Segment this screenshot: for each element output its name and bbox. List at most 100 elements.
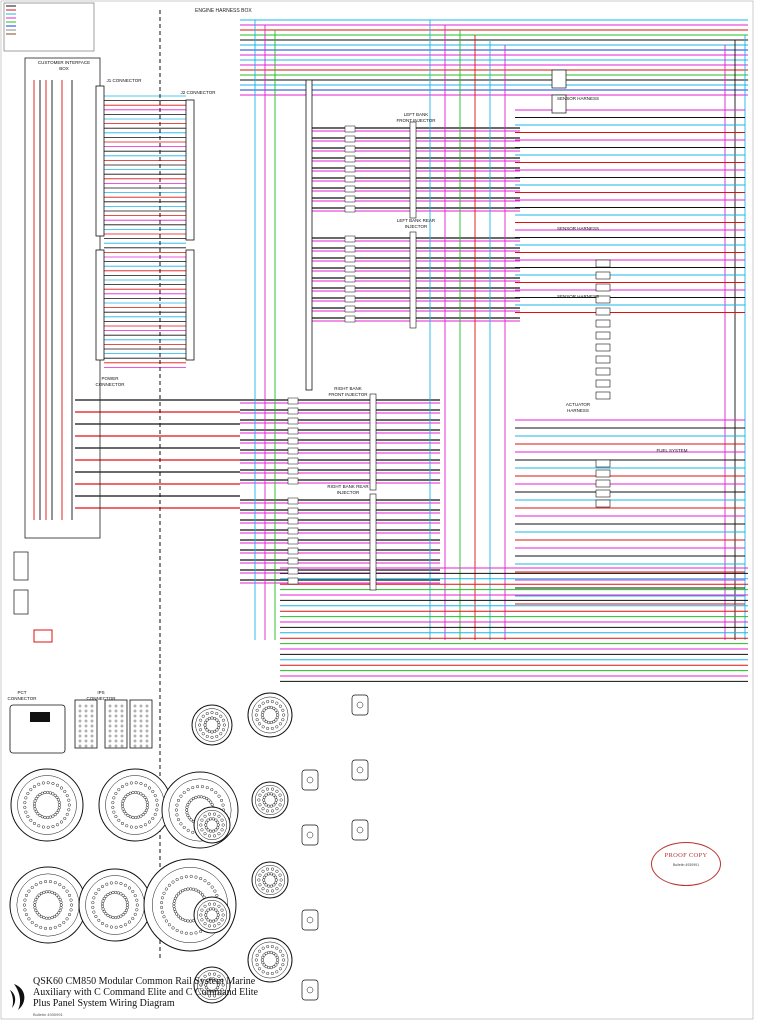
- connector-pin: [204, 916, 208, 920]
- sensor-connector-sketch: [301, 979, 319, 1001]
- connector-pin: [69, 898, 73, 902]
- connector-pin: [175, 928, 179, 933]
- connector-pin: [65, 812, 69, 816]
- connector-pin: [35, 895, 39, 899]
- connector-pin: [210, 735, 214, 739]
- connector-pin: [139, 792, 143, 796]
- connector-pin: [203, 814, 207, 818]
- connector-pin: [257, 878, 261, 882]
- connector-pin: [217, 974, 221, 978]
- connector-pin: [189, 874, 193, 879]
- connector-pin: [176, 914, 180, 918]
- connector-pin: [274, 881, 278, 885]
- connector-pin: [50, 890, 54, 894]
- connector-pin: [34, 796, 38, 801]
- connector-pin: [90, 714, 94, 718]
- connector-pin: [258, 873, 262, 877]
- injector-plug: [344, 175, 356, 183]
- connector-pin: [151, 816, 155, 821]
- connector-pin: [84, 724, 88, 728]
- connector-pin: [39, 914, 43, 919]
- connector-pin: [120, 704, 124, 708]
- connector-pin: [207, 834, 212, 838]
- connector-pin: [69, 908, 73, 912]
- injector-plug: [344, 135, 356, 143]
- connector-pin: [281, 718, 285, 722]
- connector-pin: [58, 898, 62, 902]
- ecm-j2-label: J2 CONNECTOR: [180, 90, 216, 95]
- fuel-system-label: FUEL SYSTEM: [656, 448, 688, 453]
- connector-pin: [53, 914, 57, 919]
- connector-pin: [104, 912, 108, 916]
- connector-pin: [267, 804, 271, 808]
- connector-pin: [220, 978, 224, 982]
- connector-pin: [120, 719, 124, 723]
- connector-face: [251, 861, 289, 899]
- connector-pin: [206, 978, 210, 982]
- connector-pin: [278, 873, 282, 877]
- injector-plug: [287, 477, 299, 485]
- connector-pin: [206, 908, 210, 912]
- connector-pin: [264, 803, 268, 807]
- connector-pin: [26, 791, 30, 796]
- ecm-main-bus: [305, 79, 313, 391]
- connector-pin: [48, 791, 52, 795]
- connector-pin: [70, 903, 74, 907]
- component-boxes: [0, 0, 754, 1020]
- connector-pin: [37, 782, 41, 786]
- injector-plug: [287, 407, 299, 415]
- connector-pin: [139, 781, 143, 786]
- connector-pin: [143, 811, 147, 815]
- connector-pin: [172, 899, 176, 903]
- connector-pin: [117, 788, 121, 792]
- connector-pin: [97, 888, 101, 892]
- connector-pin: [78, 734, 82, 738]
- connector-pin: [108, 739, 112, 743]
- connector-pin: [258, 883, 262, 887]
- connector-pin: [162, 891, 166, 895]
- connector-pin: [55, 795, 59, 799]
- battery-symbol: [13, 551, 29, 581]
- connector-pin: [34, 809, 38, 814]
- connector-pin: [261, 710, 265, 714]
- connector-pin: [63, 816, 67, 821]
- connector-pin: [164, 887, 168, 891]
- connector-pin: [266, 726, 270, 730]
- connector-pin: [55, 783, 60, 787]
- connector-pin: [90, 734, 94, 738]
- injector-plug: [344, 205, 356, 213]
- sensor-harness-2-label: SENSOR HARNESS: [556, 226, 599, 231]
- connector-pin: [185, 805, 189, 809]
- connector-pin: [207, 798, 211, 802]
- connector-pin: [187, 800, 191, 804]
- connector-pin: [160, 910, 164, 914]
- connector-pin: [220, 818, 224, 822]
- connector-pin: [30, 885, 34, 890]
- connector-pin: [145, 704, 149, 708]
- title-line-2: Auxiliary with C Command Elite and C Com…: [33, 987, 258, 998]
- stamp-number: Bulletin 4930991: [672, 863, 700, 867]
- connector-pin: [272, 873, 276, 877]
- connector-face: [10, 768, 84, 842]
- fuse-symbol: [33, 629, 53, 643]
- connector-face: [193, 966, 231, 1004]
- connector-pin: [199, 983, 203, 987]
- connector-pin: [198, 718, 203, 722]
- sensor-plug: [595, 367, 611, 376]
- connector-pin: [48, 926, 53, 930]
- connector-face-inner: [168, 778, 232, 842]
- connector-pin: [160, 901, 164, 905]
- connector-pin: [133, 704, 137, 708]
- connector-pin: [126, 813, 130, 817]
- connector-pin: [212, 902, 217, 906]
- connector-pin: [207, 924, 212, 928]
- connector-pin: [91, 905, 95, 909]
- ecm-j1-body: [95, 85, 105, 237]
- connector-pin: [119, 914, 123, 918]
- injector-plug: [344, 255, 356, 263]
- fuel-sensor-plug: [595, 489, 611, 498]
- connector-pin: [143, 823, 148, 827]
- connector-pin: [24, 913, 29, 917]
- connector-face-inner: [196, 809, 228, 841]
- wire-bundle: [33, 19, 748, 682]
